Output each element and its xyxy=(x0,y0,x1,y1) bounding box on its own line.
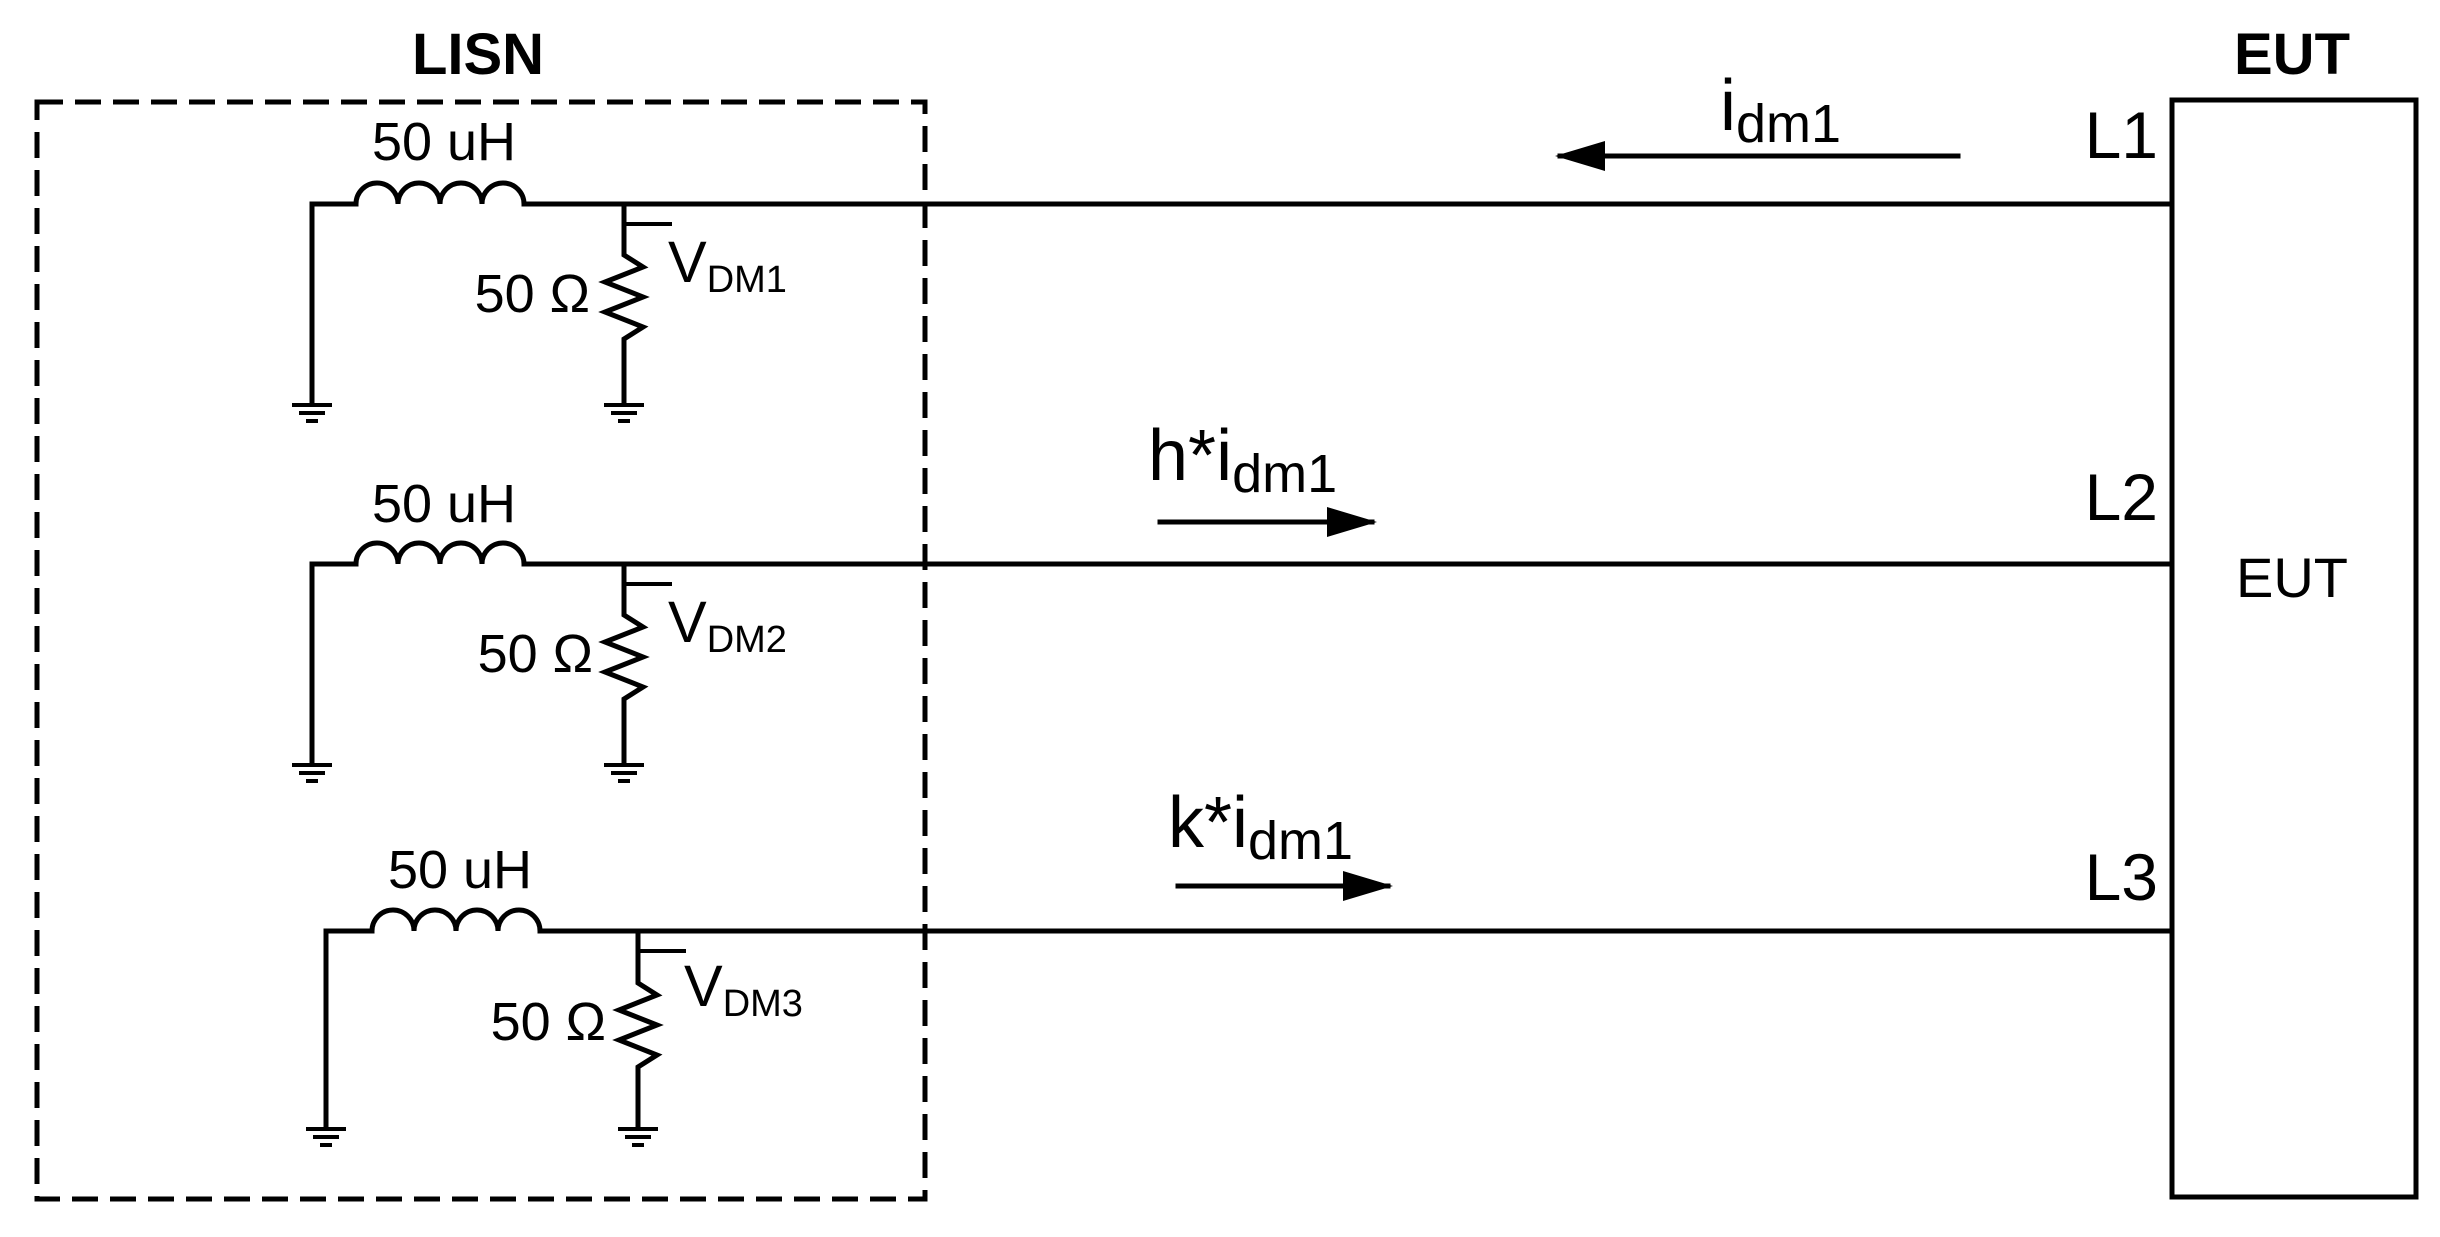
vdm-label-3: VDM3 xyxy=(684,954,803,1025)
resistor-label-1: 50 Ω xyxy=(475,264,590,324)
ground-symbol-2a xyxy=(292,763,332,783)
lisn-title: LISN xyxy=(412,22,544,87)
eut-inner-label: EUT xyxy=(2236,546,2348,609)
line-label-l3: L3 xyxy=(2085,840,2158,914)
current-label-2: h*idm1 xyxy=(1148,416,1337,504)
ground-symbol-3a xyxy=(306,1127,346,1147)
vdm-label-1: VDM1 xyxy=(668,230,787,301)
inductor-3 xyxy=(369,907,543,934)
current-label-3: k*idm1 xyxy=(1168,783,1353,871)
ground-wire-1 xyxy=(309,201,359,405)
lisn-branch-2: 50 uH 50 Ω VDM2 xyxy=(292,474,2175,783)
lisn-branch-3: 50 uH 50 Ω VDM3 xyxy=(306,840,2175,1147)
resistor-label-2: 50 Ω xyxy=(478,624,593,684)
resistor-2 xyxy=(598,561,650,765)
resistor-3 xyxy=(612,928,664,1129)
lisn-box xyxy=(34,99,928,1202)
inductor-label-3: 50 uH xyxy=(388,840,532,900)
ground-symbol-2b xyxy=(604,763,644,783)
resistor-label-3: 50 Ω xyxy=(491,992,606,1052)
current-label-1: idm1 xyxy=(1720,66,1841,154)
vdm-label-2: VDM2 xyxy=(668,590,787,661)
inductor-2 xyxy=(353,540,527,567)
eut-title: EUT xyxy=(2234,22,2350,87)
line-label-l1: L1 xyxy=(2085,98,2158,172)
resistor-1 xyxy=(598,201,650,405)
ground-symbol-1b xyxy=(604,403,644,423)
inductor-label-2: 50 uH xyxy=(372,474,516,534)
inductor-label-1: 50 uH xyxy=(372,112,516,172)
ground-symbol-3b xyxy=(618,1127,658,1147)
lisn-branch-1: 50 uH 50 Ω VDM1 xyxy=(292,112,2175,423)
ground-symbol-1a xyxy=(292,403,332,423)
ground-wire-2 xyxy=(309,561,359,765)
inductor-1 xyxy=(353,180,527,207)
eut-box xyxy=(2169,97,2419,1200)
ground-wire-3 xyxy=(323,928,375,1129)
line-label-l2: L2 xyxy=(2085,460,2158,534)
